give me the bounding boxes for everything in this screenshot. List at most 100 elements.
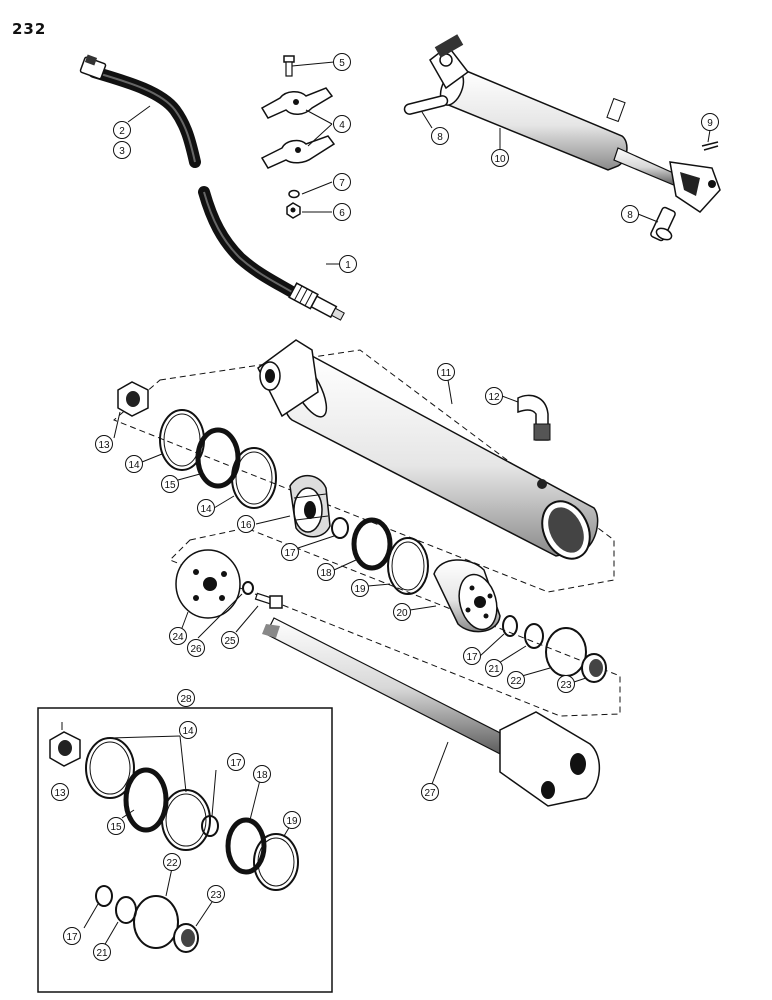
svg-text:21: 21 [96, 948, 108, 959]
kit-backup-ring-19 [253, 833, 299, 891]
ring-21 [524, 623, 544, 649]
kit-backup-ring-19-inner [257, 837, 295, 887]
leader-lines [61, 61, 711, 947]
svg-text:23: 23 [560, 680, 572, 691]
svg-text:19: 19 [286, 816, 298, 827]
svg-text:5: 5 [339, 58, 345, 69]
callout-23-kit: 23 [207, 885, 225, 903]
svg-text:14: 14 [182, 726, 194, 737]
pin-lower [650, 206, 676, 242]
pin-upper [403, 95, 449, 115]
o-ring-18 [351, 517, 393, 571]
svg-text:13: 13 [54, 788, 66, 799]
cylinder-barrel [257, 339, 599, 560]
callout-8-upper: 8 [431, 127, 449, 145]
svg-text:12: 12 [488, 392, 500, 403]
lock-washer [288, 189, 300, 199]
svg-text:28: 28 [180, 694, 192, 705]
callout-23-a: 23 [557, 675, 575, 693]
kit-ring-22 [133, 895, 179, 949]
callout-15-kit: 15 [107, 817, 125, 835]
svg-text:17: 17 [66, 932, 78, 943]
cotter-pin [701, 141, 719, 151]
callout-18-a: 18 [317, 563, 335, 581]
svg-text:3: 3 [119, 146, 125, 157]
callout-15: 15 [161, 475, 179, 493]
callout-13-kit: 13 [51, 783, 69, 801]
callout-3: 3 [113, 141, 131, 159]
callout-17-kit-a: 17 [227, 753, 245, 771]
svg-text:18: 18 [320, 568, 332, 579]
kit-backup-ring-14b-inner [165, 793, 207, 847]
svg-text:10: 10 [494, 154, 506, 165]
svg-text:1: 1 [345, 260, 351, 271]
callout-14-kit: 14 [179, 721, 197, 739]
svg-text:11: 11 [441, 368, 452, 379]
callout-14-a: 14 [125, 455, 143, 473]
callout-24: 24 [169, 627, 187, 645]
svg-text:20: 20 [396, 608, 408, 619]
o-ring-17a [331, 517, 349, 539]
callout-25: 25 [221, 631, 239, 649]
svg-text:19: 19 [354, 584, 366, 595]
callout-10: 10 [491, 149, 509, 167]
gland-16 [289, 475, 331, 538]
svg-text:14: 14 [128, 460, 140, 471]
callout-22-kit: 22 [163, 853, 181, 871]
backup-ring-19 [387, 537, 429, 595]
callout-19-kit: 19 [283, 811, 301, 829]
o-ring-17b [502, 615, 518, 637]
svg-text:17: 17 [284, 548, 296, 559]
clamp-halves [260, 87, 336, 169]
svg-text:21: 21 [488, 664, 500, 675]
kit-nut-13 [49, 731, 81, 767]
callout-12: 12 [485, 387, 503, 405]
piston-rod-27 [262, 617, 601, 807]
backup-ring-14b-inner [235, 451, 273, 505]
callout-7: 7 [333, 173, 351, 191]
svg-text:27: 27 [424, 788, 436, 799]
svg-text:24: 24 [172, 632, 184, 643]
svg-text:9: 9 [707, 118, 713, 129]
callout-13: 13 [95, 435, 113, 453]
kit-o-ring-15 [123, 767, 169, 833]
callout-6: 6 [333, 203, 351, 221]
svg-text:4: 4 [339, 120, 345, 131]
svg-text:2: 2 [119, 126, 125, 137]
callout-19-a: 19 [351, 579, 369, 597]
backup-ring-19-inner [391, 541, 425, 591]
plate-24 [175, 549, 241, 619]
callout-27: 27 [421, 783, 439, 801]
callout-5: 5 [333, 53, 351, 71]
piston-20 [433, 559, 501, 633]
svg-text:6: 6 [339, 208, 345, 219]
svg-text:17: 17 [466, 652, 478, 663]
svg-text:15: 15 [110, 822, 122, 833]
seal-kit-box [37, 707, 333, 993]
hose-lower [198, 186, 345, 321]
callout-11: 11 [437, 363, 455, 381]
callout-21-kit: 21 [93, 943, 111, 961]
callout-1: 1 [339, 255, 357, 273]
callout-26: 26 [187, 639, 205, 657]
seal-kit-outline [113, 349, 615, 593]
kit-ring-21 [115, 896, 137, 924]
callout-16: 16 [237, 515, 255, 533]
nut-13 [117, 381, 149, 417]
elbow-fitting [517, 394, 551, 441]
svg-text:15: 15 [164, 480, 176, 491]
cylinder-assembly-top [429, 34, 721, 213]
svg-text:23: 23 [210, 890, 222, 901]
svg-text:17: 17 [230, 758, 242, 769]
hex-nut [286, 202, 301, 219]
hose-upper [79, 54, 201, 168]
kit-o-ring-17b [95, 885, 113, 907]
kit-backup-ring-14a-inner [89, 741, 131, 795]
svg-text:13: 13 [98, 440, 110, 451]
callout-21-a: 21 [485, 659, 503, 677]
svg-text:8: 8 [437, 132, 443, 143]
callout-20: 20 [393, 603, 411, 621]
svg-text:26: 26 [190, 644, 202, 655]
backup-ring-14a-inner [163, 413, 201, 467]
svg-text:14: 14 [200, 504, 212, 515]
